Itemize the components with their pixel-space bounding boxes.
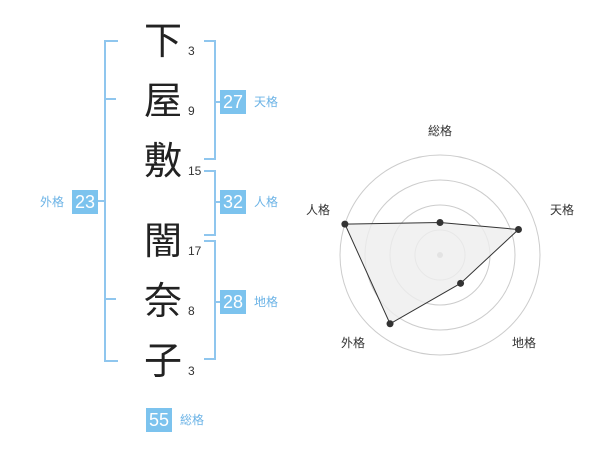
jinkaku-badge: 32: [220, 190, 247, 214]
radar-point-2: [457, 279, 465, 287]
radar-point-1: [514, 226, 522, 234]
gaikaku-badge: 23: [72, 190, 99, 214]
stroke-count-2: 9: [188, 104, 195, 118]
stroke-count-5: 8: [188, 304, 195, 318]
name-char-4: 闇: [143, 219, 182, 263]
soukaku-badge: 55: [146, 408, 173, 432]
gaikaku-bracket-tick: [106, 98, 116, 100]
stroke-count-4: 17: [188, 244, 202, 258]
radar-point-4: [341, 220, 349, 228]
chikaku-bracket: [204, 240, 216, 360]
chikaku-connector: [214, 301, 220, 303]
radar-point-0: [436, 219, 444, 226]
soukaku-label: 総格: [180, 413, 205, 427]
gaikaku-bracket-tick: [106, 298, 116, 300]
name-char-5: 奈: [143, 279, 182, 323]
radar-axis-label-jinkaku: 人格: [306, 203, 331, 217]
radar-ring: [339, 154, 541, 356]
stroke-count-1: 3: [188, 44, 195, 58]
radar-point-3: [386, 320, 394, 328]
name-char-2: 屋: [143, 79, 182, 123]
tenkaku-label: 天格: [254, 95, 279, 109]
radar-axis-label-gaikaku: 外格: [341, 336, 366, 350]
stroke-count-6: 3: [188, 364, 195, 378]
radar-chart: [339, 154, 541, 356]
radar-axis-label-soukaku: 総格: [428, 124, 453, 138]
chikaku-label: 地格: [254, 295, 279, 309]
tenkaku-badge: 27: [220, 90, 247, 114]
jinkaku-bracket: [204, 170, 216, 236]
jinkaku-connector: [214, 201, 220, 203]
radar-axis-label-tenkaku: 天格: [550, 203, 575, 217]
radar-polygon: [344, 221, 520, 325]
tenkaku-connector: [214, 101, 220, 103]
chikaku-badge: 28: [220, 290, 247, 314]
radar-axis-label-chikaku: 地格: [512, 336, 537, 350]
jinkaku-label: 人格: [254, 195, 279, 209]
stroke-count-3: 15: [188, 164, 202, 178]
gaikaku-label: 外格: [40, 195, 65, 209]
gaikaku-connector: [96, 200, 104, 202]
name-char-3: 敷: [143, 139, 182, 183]
name-char-1: 下: [143, 19, 182, 63]
gaikaku-bracket: [104, 40, 118, 362]
tenkaku-bracket: [204, 40, 216, 160]
name-char-6: 子: [143, 339, 182, 383]
